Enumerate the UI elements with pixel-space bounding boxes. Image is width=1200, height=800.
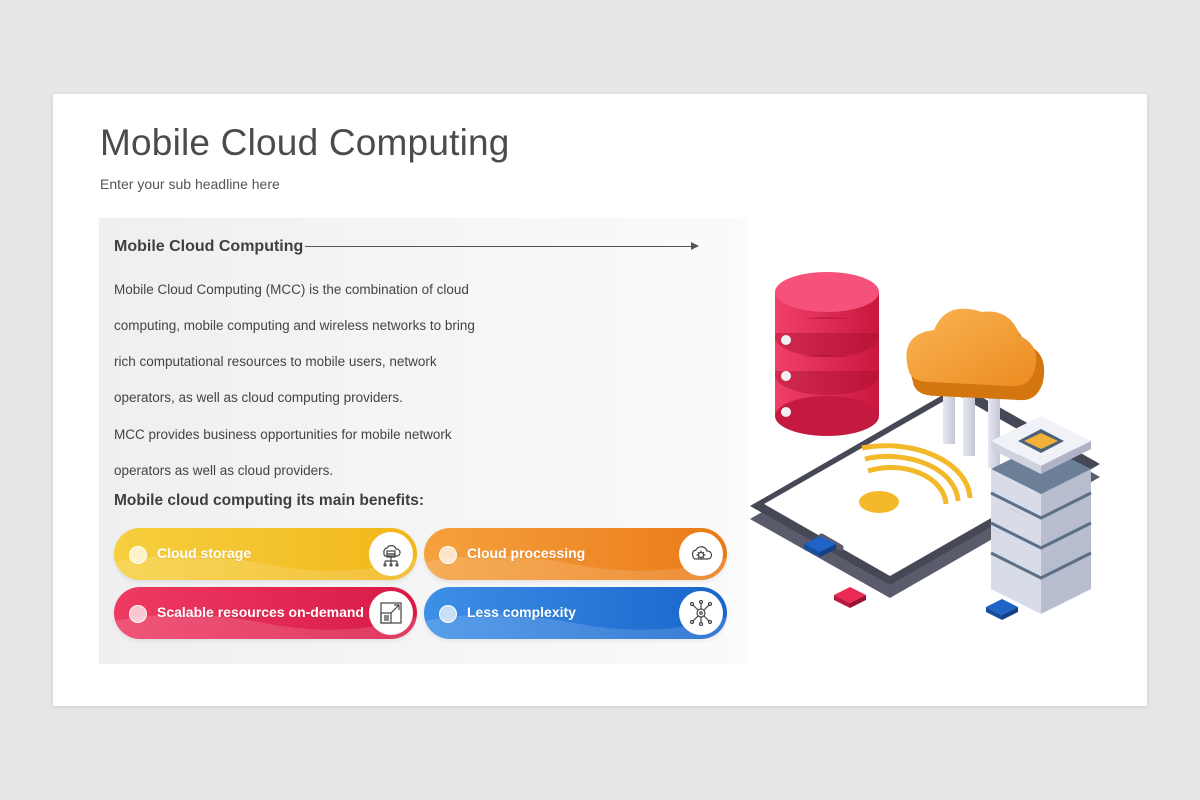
paragraph-line: MCC provides business opportunities for … — [114, 427, 452, 442]
bullet-dot — [129, 546, 147, 564]
heading-arrow-line — [305, 246, 695, 247]
page-subtitle: Enter your sub headline here — [100, 176, 280, 192]
mobile-cloud-illustration — [750, 272, 1100, 620]
scalable-resources-icon — [369, 591, 413, 635]
paragraph-line: Mobile Cloud Computing (MCC) is the comb… — [114, 282, 469, 297]
panel-heading: Mobile Cloud Computing — [114, 238, 304, 255]
wave-decoration — [424, 614, 727, 639]
network-hub-icon — [679, 591, 723, 635]
paragraph-line: rich computational resources to mobile u… — [114, 354, 437, 369]
bullet-dot — [439, 605, 457, 623]
benefit-pill-less-complexity: Less complexity — [424, 587, 727, 639]
bullet-dot — [439, 546, 457, 564]
wave-decoration — [114, 614, 417, 639]
wave-decoration — [114, 555, 417, 580]
benefit-label: Cloud storage — [157, 545, 252, 561]
cloud-gear-icon — [679, 532, 723, 576]
paragraph-line: operators, as well as cloud computing pr… — [114, 390, 403, 405]
benefit-pill-cloud-storage: Cloud storage — [114, 528, 417, 580]
paragraph-line: computing, mobile computing and wireless… — [114, 318, 475, 333]
benefit-label: Scalable resources on-demand — [157, 604, 364, 620]
benefit-pill-scalable-resources: Scalable resources on-demand — [114, 587, 417, 639]
bullet-dot — [129, 605, 147, 623]
benefit-label: Cloud processing — [467, 545, 586, 561]
page-title: Mobile Cloud Computing — [100, 122, 510, 163]
cloud-storage-icon — [369, 532, 413, 576]
benefits-title: Mobile cloud computing its main benefits… — [114, 492, 425, 509]
benefit-pill-cloud-processing: Cloud processing — [424, 528, 727, 580]
arrow-head-icon — [691, 242, 699, 250]
paragraph-line: operators as well as cloud providers. — [114, 463, 334, 478]
benefit-label: Less complexity — [467, 604, 576, 620]
wave-decoration — [424, 555, 727, 580]
slide: Mobile Cloud Computing Enter your sub he… — [53, 94, 1147, 706]
